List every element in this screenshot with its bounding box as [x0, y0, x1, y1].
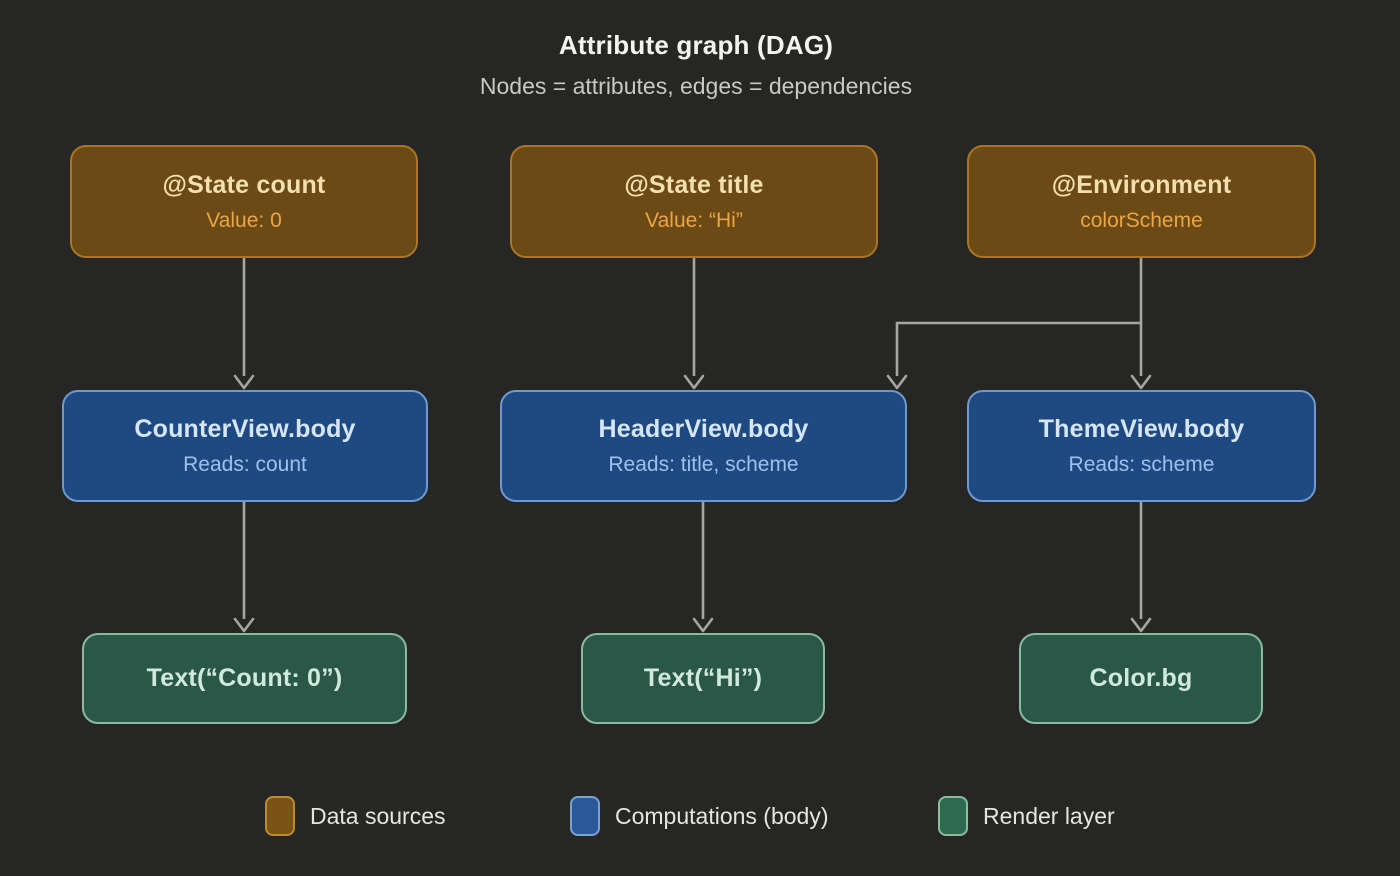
node-state-count: @State count Value: 0: [70, 145, 418, 258]
node-environment-value: colorScheme: [1080, 208, 1203, 232]
diagram-title: Attribute graph (DAG): [558, 30, 834, 60]
arrowhead-icon: [1130, 374, 1152, 390]
legend-item-computations: Computations (body): [570, 796, 829, 836]
node-headerview-title: HeaderView.body: [598, 415, 809, 443]
node-themeview-body: ThemeView.body Reads: scheme: [967, 390, 1316, 502]
node-themeview-reads: Reads: scheme: [1068, 453, 1215, 476]
node-state-count-value: Value: 0: [206, 208, 282, 232]
node-color-bg-title: Color.bg: [1089, 664, 1193, 692]
arrowhead-icon: [233, 374, 255, 390]
node-state-title: @State title Value: “Hi”: [510, 145, 878, 258]
node-state-title-value: Value: “Hi”: [645, 208, 743, 232]
legend-swatch-data-sources: [265, 796, 295, 836]
node-text-hi-title: Text(“Hi”): [643, 664, 763, 692]
legend-label-computations: Computations (body): [615, 802, 829, 829]
node-themeview-title: ThemeView.body: [1038, 415, 1245, 443]
node-counterview-body: CounterView.body Reads: count: [62, 390, 428, 502]
node-headerview-reads: Reads: title, scheme: [608, 453, 799, 476]
node-counterview-title: CounterView.body: [134, 415, 356, 443]
arrowhead-icon: [886, 374, 908, 390]
diagram-subtitle: Nodes = attributes, edges = dependencies: [479, 73, 913, 99]
node-counterview-reads: Reads: count: [183, 453, 307, 476]
arrowhead-icon: [233, 617, 255, 633]
legend-label-data-sources: Data sources: [310, 802, 446, 829]
node-environment: @Environment colorScheme: [967, 145, 1316, 258]
diagram-header: Attribute graph (DAG) Nodes = attributes…: [0, 30, 1392, 100]
node-state-count-title: @State count: [162, 170, 326, 199]
edge-environment-headerview: [895, 321, 1141, 376]
node-text-count: Text(“Count: 0”): [82, 633, 407, 724]
node-text-hi: Text(“Hi”): [581, 633, 825, 724]
arrowhead-icon: [692, 617, 714, 633]
node-headerview-body: HeaderView.body Reads: title, scheme: [500, 390, 907, 502]
legend-item-data-sources: Data sources: [265, 796, 446, 836]
legend-item-render-layer: Render layer: [938, 796, 1115, 836]
node-color-bg: Color.bg: [1019, 633, 1263, 724]
node-state-title-title: @State title: [624, 170, 764, 199]
legend-swatch-render-layer: [938, 796, 968, 836]
arrowhead-icon: [683, 374, 705, 390]
legend-label-render-layer: Render layer: [983, 802, 1115, 829]
legend-swatch-computations: [570, 796, 600, 836]
arrowhead-icon: [1130, 617, 1152, 633]
node-environment-title: @Environment: [1051, 170, 1232, 199]
node-text-count-title: Text(“Count: 0”): [146, 664, 343, 692]
